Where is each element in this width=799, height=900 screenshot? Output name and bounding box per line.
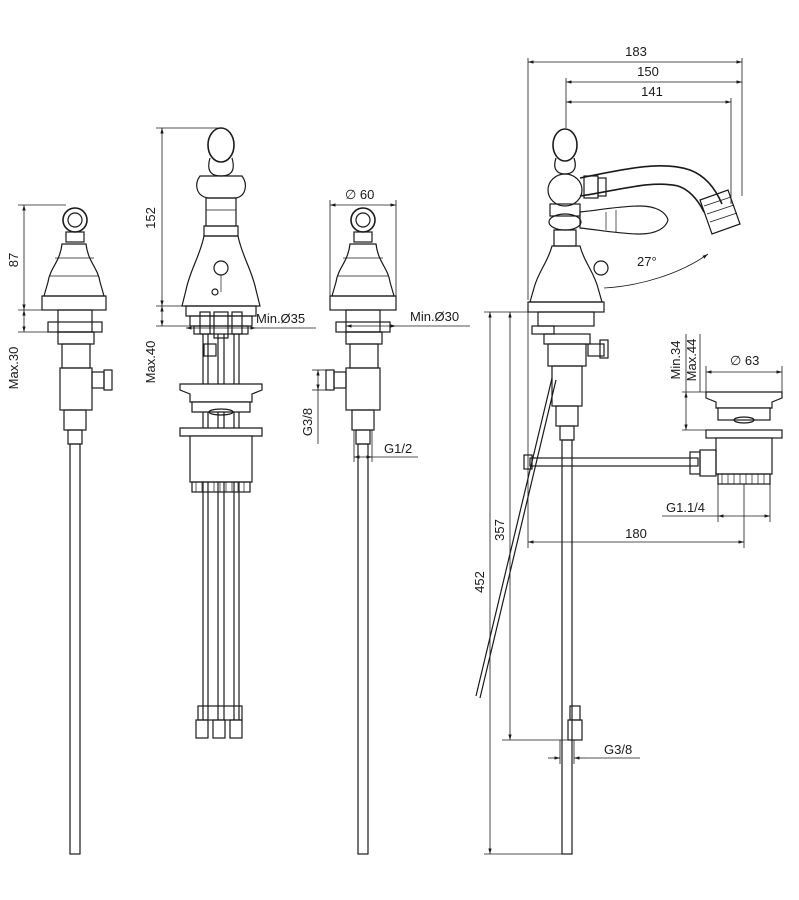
waste-view [689,391,783,485]
dimension-183: 183 [625,44,647,59]
dimension-dia60: ∅ 60 [345,187,374,202]
dimension-152: 152 [143,207,158,229]
dimension-max30-left: Max.30 [6,347,21,390]
dimension-357: 357 [492,519,507,541]
side-valve-view-center [325,207,397,855]
dimension-angle27: 27° [637,254,657,269]
dimension-min30: Min.Ø30 [410,309,459,324]
dimension-180: 180 [625,526,647,541]
dimension-max44: Max.44 [684,339,699,382]
dimension-g114: G1.1/4 [666,500,705,515]
dimension-min35: Min.Ø35 [256,311,305,326]
dimension-min34: Min.34 [668,340,683,379]
front-view [179,127,263,739]
dimension-dia63: ∅ 63 [730,353,759,368]
dimension-141: 141 [641,84,663,99]
dimension-g38-bottom: G3/8 [604,742,632,757]
dimension-452: 452 [472,571,487,593]
dimension-g12: G1/2 [384,441,412,456]
dimension-87: 87 [6,253,21,267]
dimension-150: 150 [637,64,659,79]
dimension-max40: Max.40 [143,341,158,384]
side-valve-view-left [41,207,113,855]
dimension-g38-side: G3/8 [300,408,315,436]
